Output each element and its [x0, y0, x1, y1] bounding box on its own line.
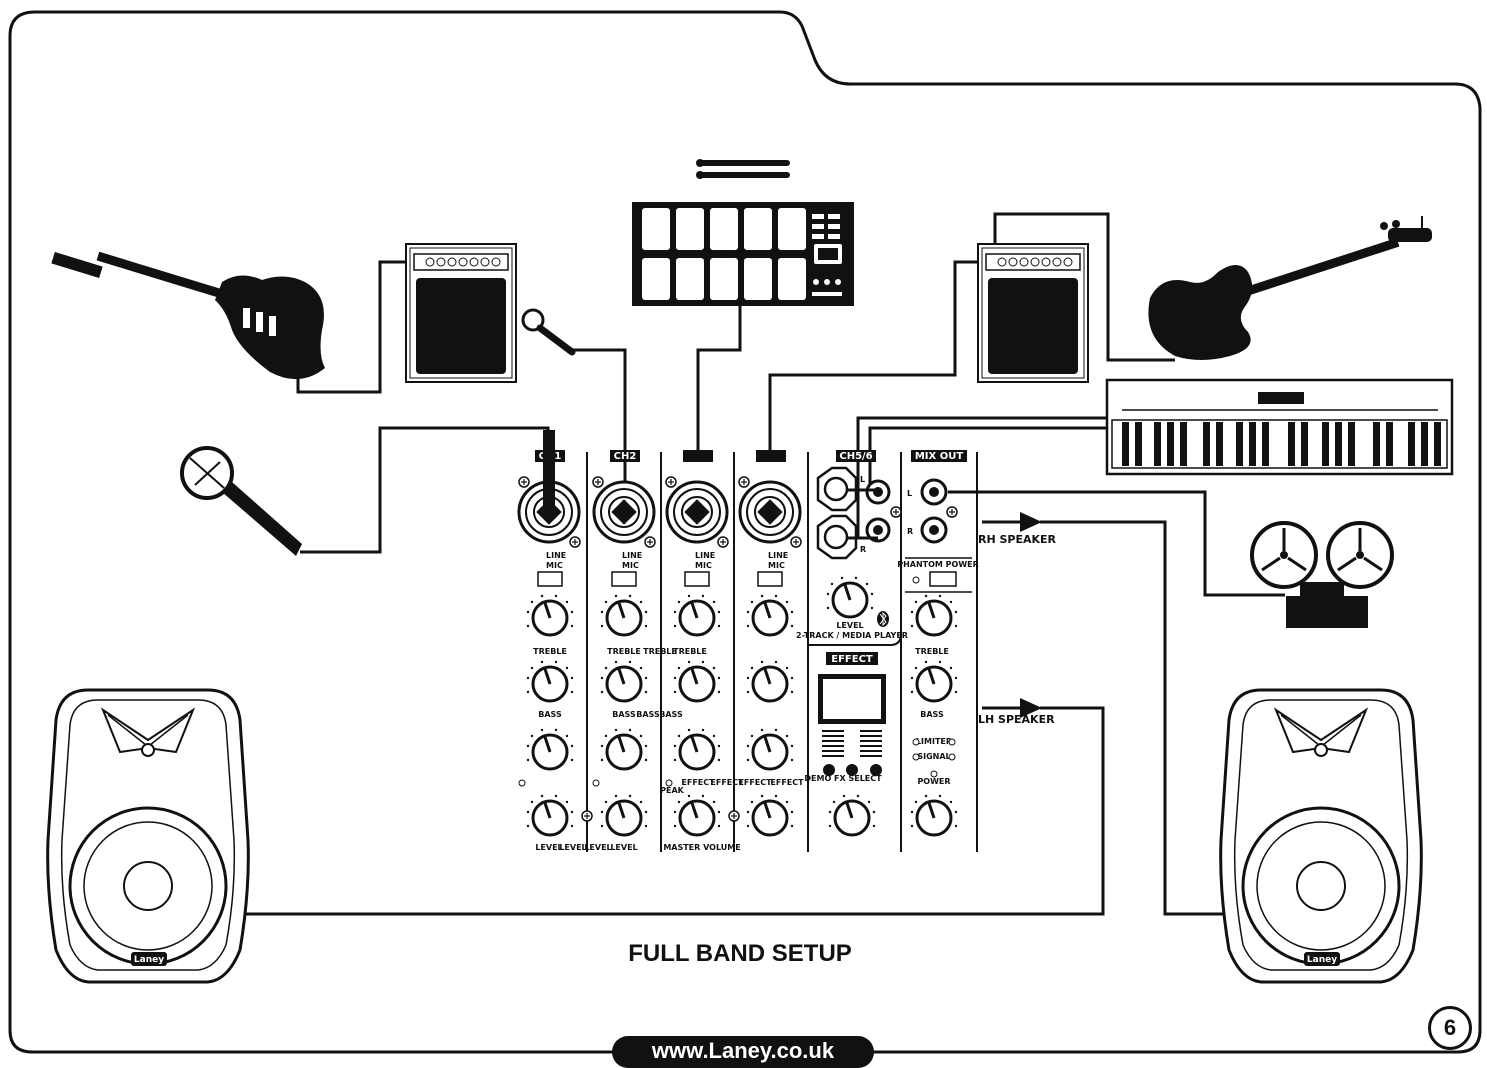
lh-speaker-label: LH SPEAKER [978, 713, 1055, 726]
right-speaker-icon [1219, 688, 1423, 984]
effect-label-ch4: EFFECT [770, 778, 804, 787]
svg-text:MIC: MIC [695, 561, 712, 570]
peak-label: PEAK [660, 786, 685, 795]
effect-section-tag: EFFECT [831, 654, 873, 665]
cable-mixout-recorder [948, 490, 1285, 597]
svg-text:MIC: MIC [546, 561, 563, 570]
power-label: POWER [917, 777, 950, 786]
effect-label-ch2: EFFECT [710, 778, 744, 787]
fx-button-1[interactable] [823, 764, 835, 776]
bass-label-ch1: BASS [538, 710, 562, 719]
bass-guitar-icon [1148, 216, 1432, 360]
phantom-power-switch[interactable] [929, 571, 957, 587]
ch56-tag: CH5/6 [839, 451, 872, 462]
leds [912, 738, 956, 778]
effect-preset-list [822, 730, 882, 757]
svg-text:MIC: MIC [768, 561, 785, 570]
cable-rh-speaker [1040, 520, 1230, 916]
guitar-amp-icon [405, 243, 517, 383]
left-speaker-icon [46, 688, 250, 984]
reel-recorder-icon [1250, 521, 1394, 628]
mixout-tag: MIX OUT [915, 451, 963, 462]
svg-text:LINE: LINE [695, 551, 715, 560]
mix-treble-label: TREBLE [915, 647, 949, 656]
left-speaker-brand: Laney [134, 955, 164, 965]
level-label-ch1: LEVEL [535, 843, 562, 852]
page-title: FULL BAND SETUP [628, 940, 852, 967]
mixout-jacks[interactable] [920, 478, 948, 544]
ch2-tag: CH2 [614, 451, 637, 462]
cable-pads-ch3 [696, 305, 742, 458]
microphone-icon [180, 446, 302, 556]
treble-label-ch2: TREBLE [607, 647, 641, 656]
fx-button-3[interactable] [870, 764, 882, 776]
rh-speaker-label: RH SPEAKER [978, 533, 1057, 546]
bluetooth-icon [877, 611, 889, 627]
svg-text:MIC: MIC [622, 561, 639, 570]
rh-speaker-arrow [982, 512, 1042, 532]
treble-label-ch4: TREBLE [673, 647, 707, 656]
cable-bass-amp2 [993, 212, 1175, 362]
ch56-l-label: L [860, 475, 865, 484]
ch56-caption: 2-TRACK / MEDIA PLAYER [796, 631, 908, 640]
microphone-small-icon [521, 308, 576, 356]
mixout-l-label: L [907, 489, 912, 498]
mixer-panel [586, 452, 978, 852]
electric-guitar-icon [51, 251, 325, 380]
cable-lh-speaker [245, 706, 1105, 916]
master-volume-label: MASTER VOLUME [663, 843, 740, 852]
drum-sticks-icon [696, 159, 790, 179]
website-link[interactable]: www.Laney.co.uk [612, 1036, 874, 1068]
mixout-r-label: R [907, 527, 913, 536]
limiter-label: LIMITER [916, 737, 952, 746]
level-label-ch2: LEVEL [559, 843, 586, 852]
svg-text:LINE: LINE [768, 551, 788, 560]
svg-text:LINE: LINE [622, 551, 642, 560]
effect-label-ch1: EFFECT [681, 778, 715, 787]
ch56-r-label: R [860, 545, 866, 554]
effect-label-ch3: EFFECT [738, 778, 772, 787]
ch3-xlr-input[interactable] [665, 480, 729, 544]
svg-text:LINE: LINE [546, 551, 566, 560]
cable-guitar-amp [296, 260, 424, 394]
treble-label-ch3: TREBLE [643, 647, 677, 656]
signal-label: SIGNAL [917, 752, 950, 761]
phantom-power-label: PHANTOM POWER [897, 560, 979, 569]
line-mic-switches: LINE MIC LINE MIC LINE MIC LINE MIC [537, 551, 788, 587]
mix-bass-label: BASS [920, 710, 944, 719]
level-label-ch3: LEVEL [584, 843, 611, 852]
ch56-inputs[interactable] [816, 466, 891, 560]
ch4-xlr-input[interactable] [738, 480, 802, 544]
treble-label-ch1: TREBLE [533, 647, 567, 656]
plugs [543, 430, 786, 510]
drum-pad-controller-icon [632, 202, 854, 306]
cable-amp2-ch4 [768, 260, 985, 458]
lh-speaker-arrow [982, 698, 1042, 718]
fx-button-2[interactable] [846, 764, 858, 776]
page-frame [8, 10, 1482, 1054]
bass-label-ch3: BASS [636, 710, 660, 719]
page-number: 6 [1428, 1006, 1472, 1050]
demo-fx-label: DEMO FX SELECT [804, 774, 882, 783]
level-label-ch4: LEVEL [610, 843, 637, 852]
bass-amp-icon [977, 243, 1089, 383]
right-speaker-brand: Laney [1307, 955, 1337, 965]
ch56-level-label: LEVEL [836, 621, 863, 630]
bass-label-ch2: BASS [612, 710, 636, 719]
bass-label-ch4: BASS [659, 710, 683, 719]
keyboard-icon [1105, 378, 1454, 476]
